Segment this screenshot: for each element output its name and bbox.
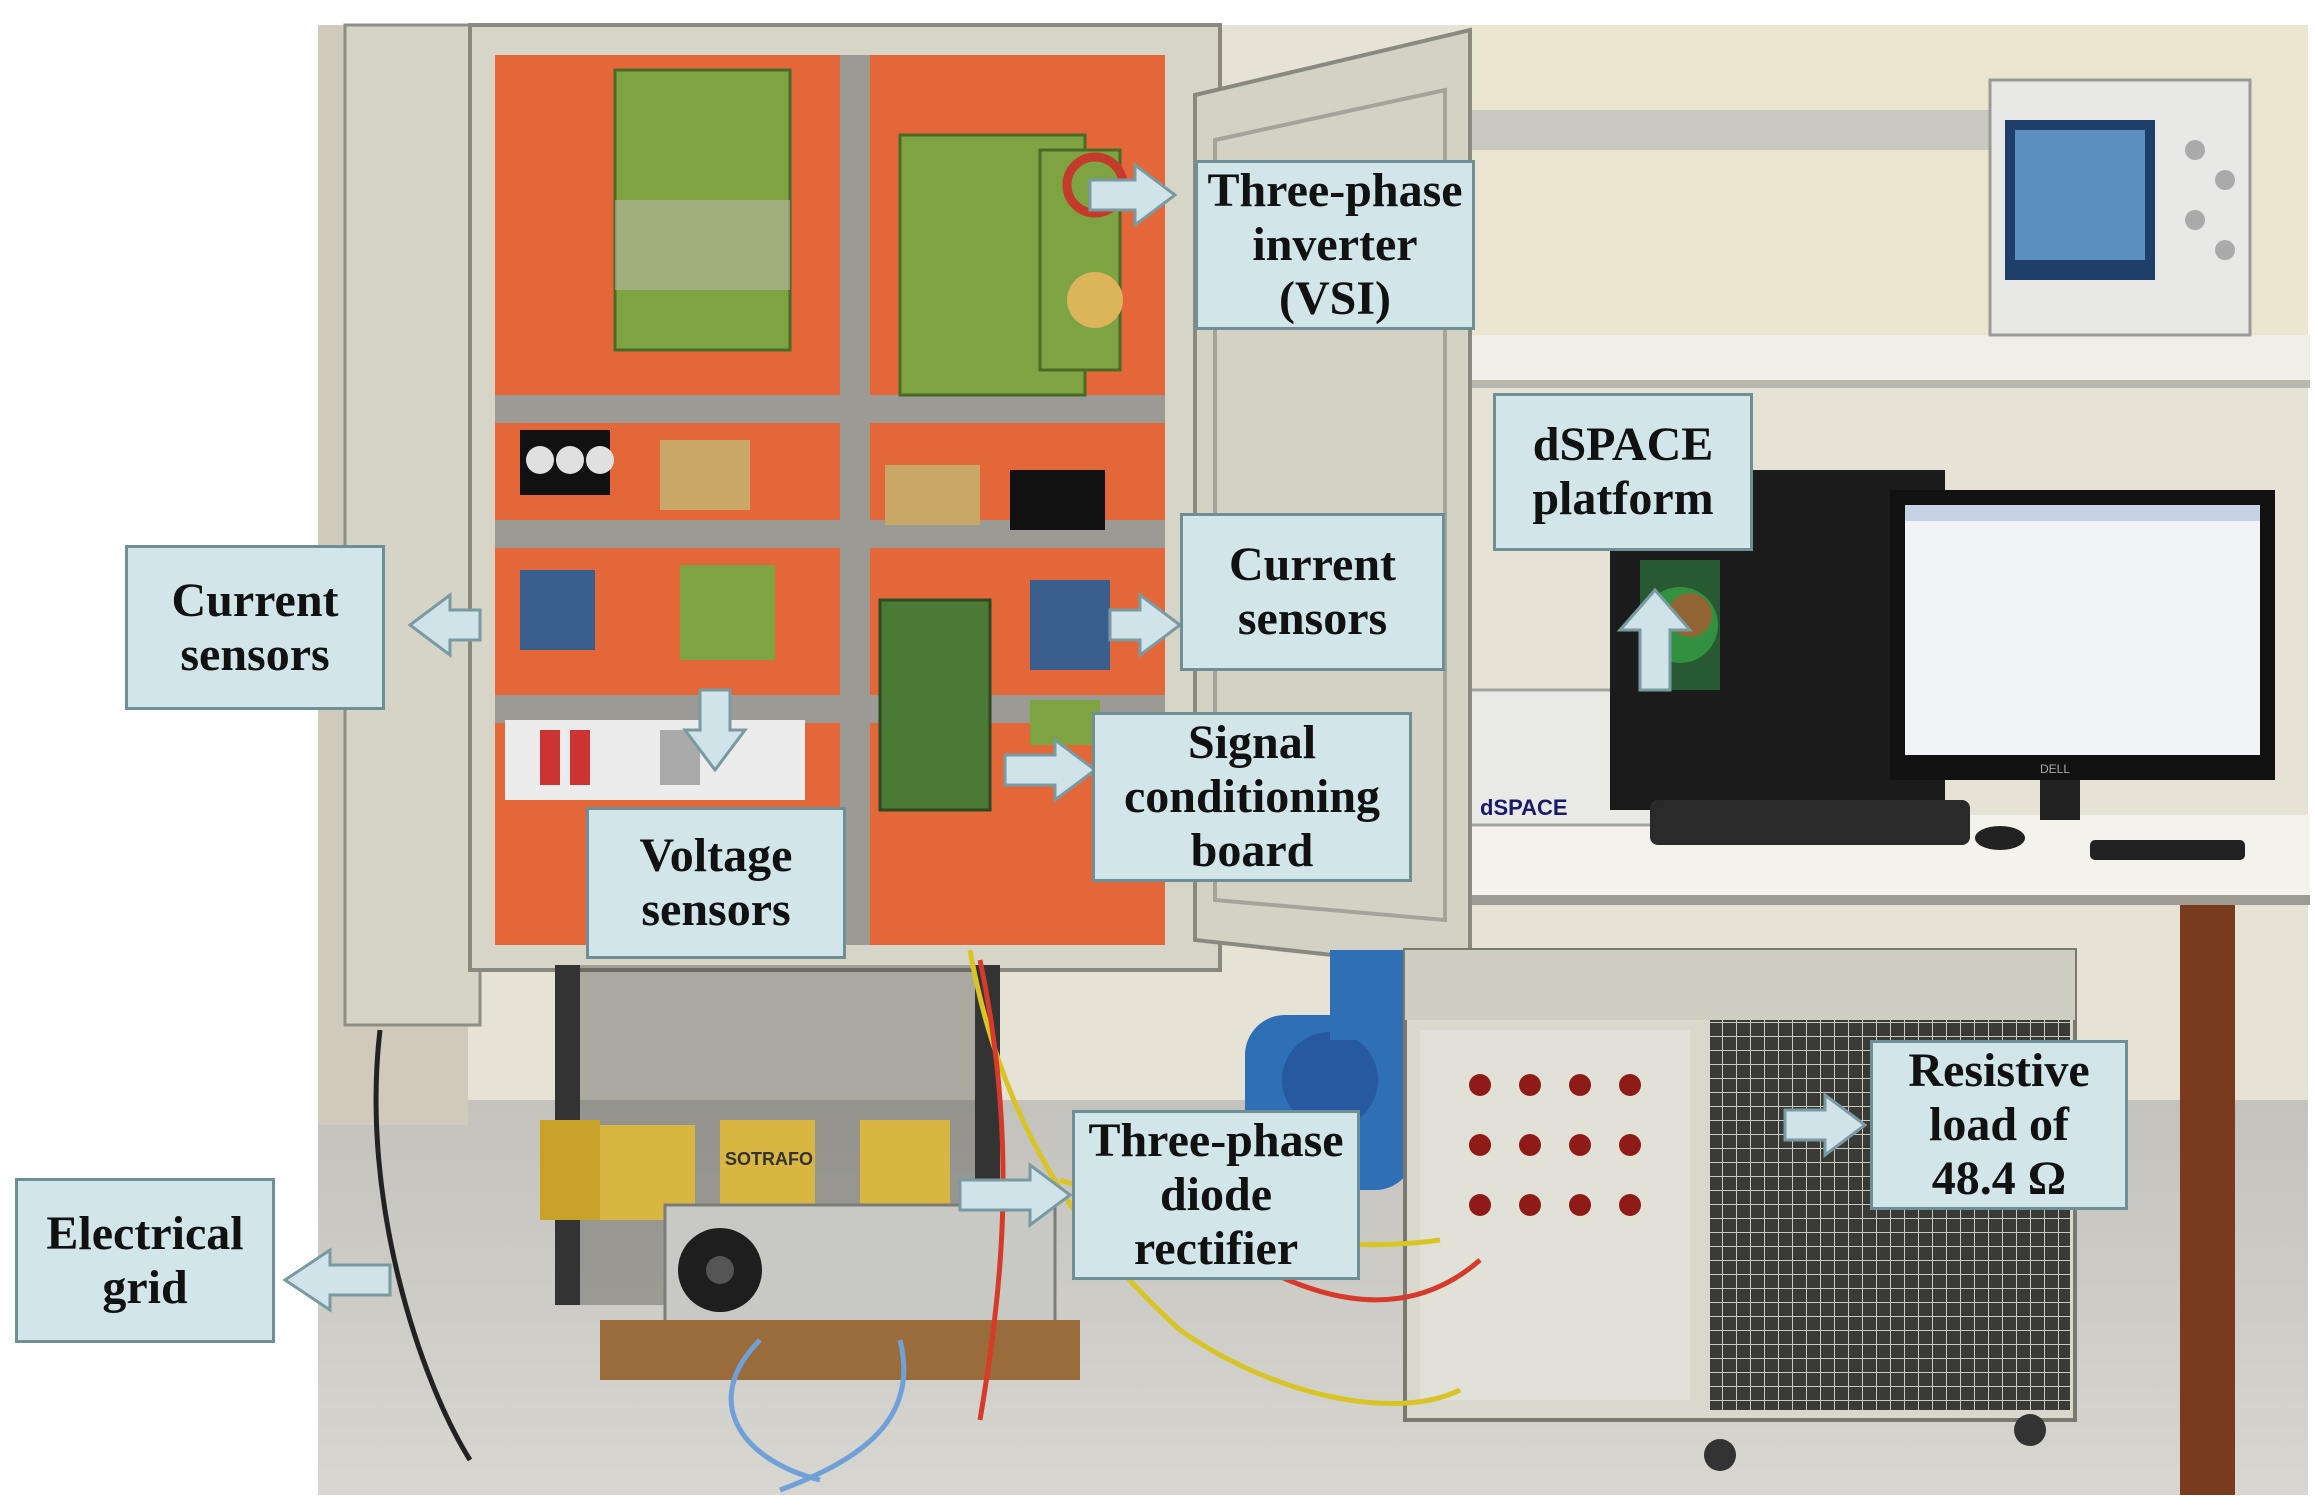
pallet xyxy=(600,1320,1080,1380)
arrow-load xyxy=(1783,1092,1868,1158)
resistive-load-cabinet xyxy=(1403,948,2077,1471)
dspace-brand-text: dSPACE xyxy=(1480,795,1568,820)
arrow-rectifier xyxy=(958,1162,1073,1228)
cables xyxy=(373,949,1482,1493)
arrow-current-left xyxy=(407,592,482,658)
upper-shelf-edge xyxy=(1460,380,2310,388)
cabinet-left-door xyxy=(343,23,482,1027)
arrow-inverter xyxy=(1088,162,1178,228)
monitor: DELL xyxy=(1890,490,2275,820)
upper-shelf xyxy=(1460,335,2310,380)
desk-leg xyxy=(2180,905,2235,1495)
mouse xyxy=(1975,826,2025,850)
transformers: SOTRAFO xyxy=(540,1120,950,1220)
oscilloscope xyxy=(1988,78,2252,337)
arrow-voltage xyxy=(682,688,748,773)
transformer-brand-text: SOTRAFO xyxy=(725,1149,813,1169)
arrow-grid xyxy=(282,1247,392,1313)
laptop xyxy=(1650,800,1970,845)
arrow-dspace xyxy=(1616,587,1694,692)
desk-edge xyxy=(1460,895,2310,905)
arrow-signal xyxy=(1003,737,1098,803)
arrow-current-right xyxy=(1108,592,1183,658)
cable-tray xyxy=(1440,110,2000,150)
monitor-brand-text: DELL xyxy=(2040,762,2070,776)
callout-arrows xyxy=(282,162,1868,1313)
keyboard xyxy=(2090,840,2245,860)
